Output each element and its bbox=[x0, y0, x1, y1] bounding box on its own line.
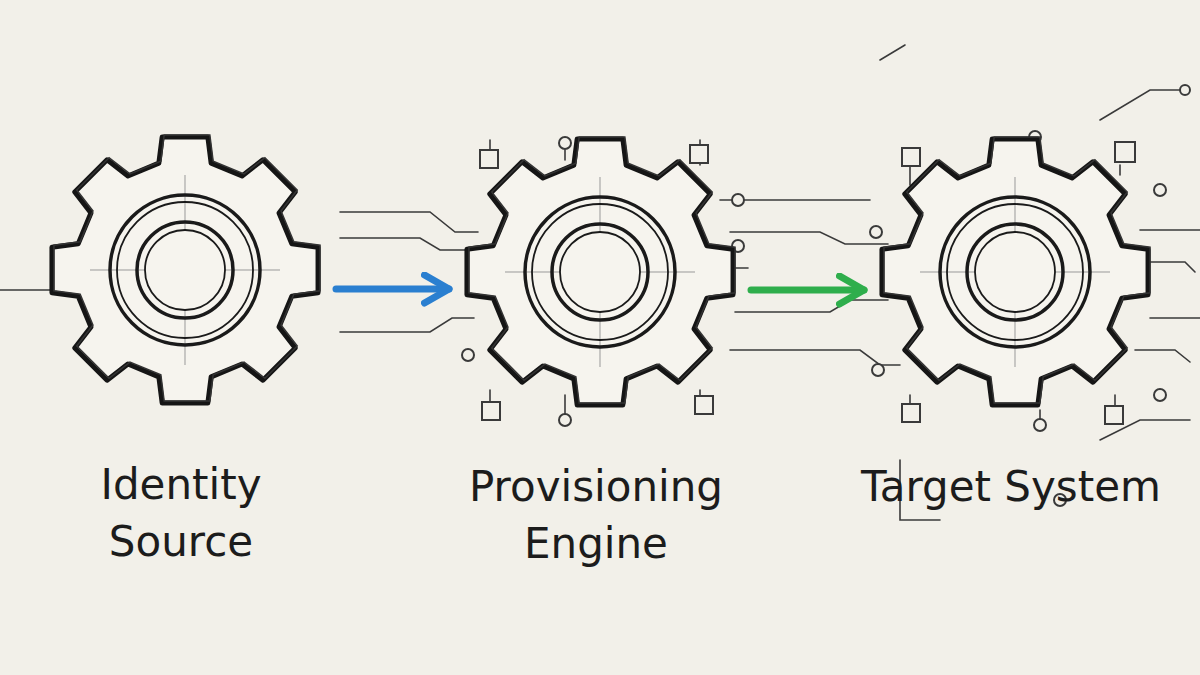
gear-node: Provisioning Engine bbox=[461, 133, 739, 572]
flow-arrow bbox=[336, 286, 449, 293]
gear-label: Identity Source bbox=[31, 457, 331, 570]
gear-label: Target System bbox=[861, 459, 1161, 516]
gear-node: Target System bbox=[876, 133, 1154, 516]
gear-label: Provisioning Engine bbox=[446, 459, 746, 572]
gear-icon bbox=[461, 133, 739, 411]
gear-icon bbox=[46, 131, 324, 409]
gear-icon bbox=[876, 133, 1154, 411]
gear-node: Identity Source bbox=[46, 131, 324, 570]
flow-arrow bbox=[751, 287, 864, 294]
